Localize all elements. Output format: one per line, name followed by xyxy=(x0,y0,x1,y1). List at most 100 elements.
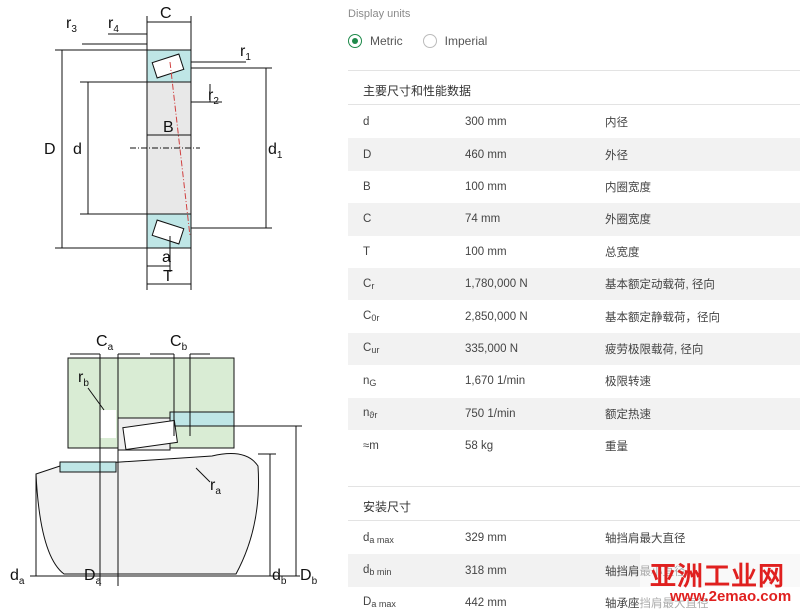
mounting-dimension-drawing: Ca Cb rb ra da Da db Db xyxy=(10,333,318,587)
row-symbol-sub: r xyxy=(371,280,375,291)
row-symbol-base: n xyxy=(363,374,370,387)
row-description: 内圈宽度 xyxy=(605,181,651,194)
label-d: d xyxy=(73,141,82,158)
row-symbol-base: B xyxy=(363,180,371,193)
row-symbol-base: T xyxy=(363,245,371,258)
row-symbol: Cur xyxy=(348,342,465,355)
table-row: B 100 mm 内圈宽度 xyxy=(348,171,800,203)
label-Ca: Ca xyxy=(96,333,114,353)
table-row: C 74 mm 外圈宽度 xyxy=(348,203,800,236)
row-symbol-sub: G xyxy=(369,377,377,388)
label-Db: Db xyxy=(300,567,318,587)
row-value: 335,000 N xyxy=(465,342,519,355)
label-C: C xyxy=(160,5,172,22)
row-symbol-base: ≈m xyxy=(363,440,379,453)
label-T: T xyxy=(163,268,173,285)
table-row: ≈m 58 kg 重量 xyxy=(348,430,800,462)
metric-radio[interactable]: Metric xyxy=(348,34,403,48)
label-B: B xyxy=(163,119,174,136)
label-rb: rb xyxy=(78,369,89,389)
row-symbol-base: d xyxy=(363,116,370,129)
display-units: Display units Metric Imperial xyxy=(348,8,487,48)
row-symbol-sub: a max xyxy=(369,534,394,545)
label-r4: r4 xyxy=(108,15,119,35)
label-d1: d1 xyxy=(268,141,283,161)
divider xyxy=(348,520,800,521)
row-symbol: ≈m xyxy=(348,440,465,452)
row-value: 100 mm xyxy=(465,180,507,193)
row-description: 外圈宽度 xyxy=(605,214,651,227)
row-symbol-base: d xyxy=(363,564,370,577)
row-symbol-base: C xyxy=(363,213,372,226)
row-description: 基本额定静载荷，径向 xyxy=(605,311,720,324)
row-symbol: C0r xyxy=(348,310,465,323)
row-description: 外径 xyxy=(605,149,628,162)
row-symbol-sub: a max xyxy=(371,599,396,610)
label-D: D xyxy=(44,141,56,158)
row-description: 内径 xyxy=(605,117,628,130)
row-value: 100 mm xyxy=(465,245,507,258)
row-symbol-base: C xyxy=(363,277,372,290)
metric-radio-dot[interactable] xyxy=(348,34,362,48)
row-symbol-sub: ur xyxy=(371,345,380,356)
row-description: 重量 xyxy=(605,441,628,454)
data-panel: Display units Metric Imperial 主要尺寸和性能数据 … xyxy=(340,0,800,616)
row-value: 442 mm xyxy=(465,596,507,609)
row-symbol: nG xyxy=(348,375,465,388)
row-symbol-sub: 0r xyxy=(371,313,380,324)
row-symbol: Cr xyxy=(348,278,465,291)
row-description: 轴挡肩最大直径 xyxy=(605,533,686,546)
row-description: 总宽度 xyxy=(605,246,640,259)
row-symbol: T xyxy=(348,246,465,258)
row-value: 750 1/min xyxy=(465,407,516,420)
row-value: 460 mm xyxy=(465,148,507,161)
divider xyxy=(348,486,800,487)
row-description: 极限转速 xyxy=(605,376,651,389)
row-value: 1,670 1/min xyxy=(465,375,526,388)
diagram-panel: r3 r4 C r1 r2 D d B d1 a T xyxy=(0,0,340,616)
row-symbol: d xyxy=(348,116,465,128)
row-value: 329 mm xyxy=(465,532,507,545)
label-a: a xyxy=(162,249,171,266)
imperial-label: Imperial xyxy=(444,34,488,48)
row-symbol-base: C xyxy=(363,342,372,355)
row-symbol-base: d xyxy=(363,531,370,544)
row-value: 74 mm xyxy=(465,213,501,226)
row-symbol: C xyxy=(348,213,465,225)
row-symbol: nϑr xyxy=(348,407,465,420)
main-data-table: d 300 mm 内径 D 460 mm 外径 B 100 mm 内圈宽度 C 74 mm 外圈宽度 T… xyxy=(348,106,800,462)
label-da: da xyxy=(10,567,25,587)
row-symbol-base: D xyxy=(363,148,372,161)
row-value: 58 kg xyxy=(465,440,494,453)
row-symbol-sub: b min xyxy=(369,567,392,578)
row-symbol-sub: ϑr xyxy=(369,410,378,421)
label-r1: r1 xyxy=(240,43,251,63)
row-symbol-base: D xyxy=(363,596,372,609)
imperial-radio[interactable]: Imperial xyxy=(422,34,488,48)
row-symbol-base: C xyxy=(363,310,372,323)
label-db: db xyxy=(272,567,287,587)
label-r2: r2 xyxy=(208,87,219,107)
row-description: 额定热速 xyxy=(605,408,651,421)
row-symbol: B xyxy=(348,181,465,193)
row-description: 基本额定动载荷, 径向 xyxy=(605,279,715,292)
row-value: 300 mm xyxy=(465,116,507,129)
row-symbol: db min xyxy=(348,564,465,577)
table-row: T 100 mm 总宽度 xyxy=(348,236,800,268)
table-row: d 300 mm 内径 xyxy=(348,106,800,138)
main-section-title: 主要尺寸和性能数据 xyxy=(363,84,472,98)
label-ra: ra xyxy=(210,477,221,497)
imperial-radio-dot[interactable] xyxy=(422,34,437,48)
row-symbol: da max xyxy=(348,532,465,545)
table-row: D 460 mm 外径 xyxy=(348,138,800,171)
divider xyxy=(348,104,800,105)
row-value: 2,850,000 N xyxy=(465,310,528,323)
row-value: 318 mm xyxy=(465,564,507,577)
watermark-cn: 亚洲工业网 xyxy=(650,562,786,592)
display-units-title: Display units xyxy=(348,8,411,20)
watermark-logo: 亚洲工业网 www.2emao.com xyxy=(570,550,800,616)
